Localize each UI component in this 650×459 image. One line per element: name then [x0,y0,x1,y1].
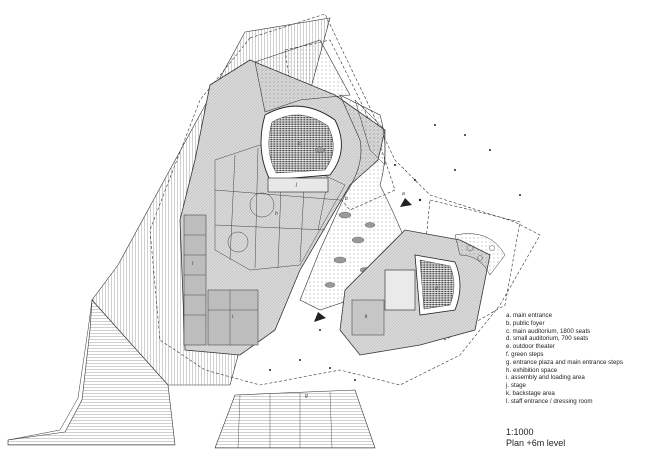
legend-item: k. backstage area [506,389,555,397]
legend-item: h. exhibition space [506,366,558,374]
label-g: g [305,393,308,399]
legend-item: i. assembly and loading area [506,374,585,382]
label-k: k [365,314,368,320]
entrance-plaza-steps [214,389,376,449]
label-j: j [295,182,298,188]
label-d: d [435,286,438,292]
label-a: a [402,191,405,197]
label-c: c [298,141,301,147]
legend-item: c. main auditorium, 1800 seats [506,327,591,335]
main-auditorium [260,105,342,193]
legend-item: e. outdoor theater [506,343,555,351]
legend-item: g. entrance plaza and main entrance step… [506,358,623,366]
plan-labels: a b c d g h i j k l [192,141,438,399]
label-h: h [275,211,278,217]
legend-item: a. main entrance [506,312,553,319]
legend-item: l. staff entrance / dressing room [506,397,593,405]
legend-item: d. small auditorium, 700 seats [506,335,589,343]
legend: a. main entrance b. public foyer c. main… [506,312,646,406]
legend-item: b. public foyer [506,319,545,327]
label-b: b [345,196,348,202]
scale-text: 1:1000 [506,427,534,437]
legend-item: f. green steps [506,350,544,358]
green-roof-top [254,39,386,166]
small-auditorium-building [339,229,506,356]
label-l: l [192,261,194,267]
site-markers [269,124,521,381]
label-i: i [232,314,234,320]
legend-item: j. stage [506,382,526,390]
level-text: Plan +6m level [506,438,566,448]
